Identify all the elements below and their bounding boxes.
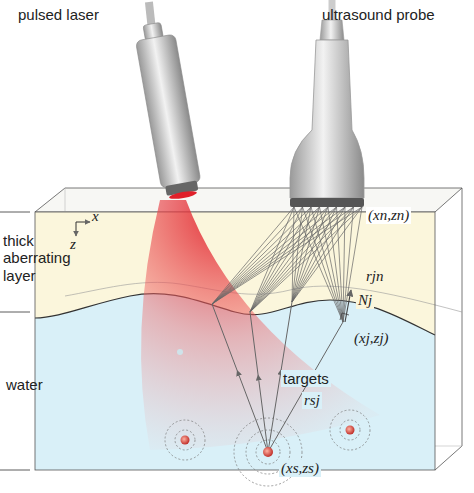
ray: [303, 207, 344, 322]
ultrasound-probe: [290, 0, 364, 207]
target: [346, 426, 355, 435]
ray: [343, 207, 354, 322]
region-label: thick aberrating layer: [3, 232, 83, 284]
ray: [328, 207, 343, 322]
ray: [337, 207, 344, 322]
laser-beam: [141, 200, 380, 450]
acoustic-rays: [212, 207, 362, 452]
coordinate-label: (xn,zn): [366, 207, 411, 224]
ray: [292, 207, 320, 302]
axes: [76, 222, 90, 236]
ray: [320, 207, 344, 322]
wavefronts: [165, 410, 370, 486]
coordinate-label: (xs,zs): [279, 460, 321, 477]
ray: [212, 207, 320, 304]
ray: [250, 207, 345, 312]
right-angle-mark: [340, 313, 349, 320]
ray: [212, 304, 237, 371]
cube-edge: [435, 188, 462, 470]
faint-target: [177, 349, 183, 355]
ray: [250, 207, 294, 312]
ray: [258, 375, 268, 452]
ray: [311, 207, 343, 322]
vector-label: Nj: [356, 292, 374, 309]
target-label: targets: [281, 370, 331, 387]
ray: [250, 207, 320, 312]
device-label: pulsed laser: [18, 6, 99, 23]
coordinate-label: (xj,zj): [352, 330, 391, 347]
ray: [237, 371, 268, 452]
region-label: water: [6, 376, 43, 393]
target: [181, 436, 190, 445]
ray: [281, 302, 292, 370]
ray: [212, 207, 303, 304]
laser-device: [129, 0, 203, 201]
ray: [212, 207, 294, 304]
distance-label: rjn: [364, 268, 386, 285]
ray: [250, 312, 258, 375]
target: [263, 447, 273, 457]
axis-label: x: [92, 208, 99, 225]
ray: [292, 207, 362, 302]
ray: [294, 207, 343, 322]
axis-label: z: [70, 236, 76, 253]
device-label: ultrasound probe: [322, 6, 435, 23]
normal-vector: [345, 290, 351, 322]
distance-label: rsj: [302, 392, 322, 409]
